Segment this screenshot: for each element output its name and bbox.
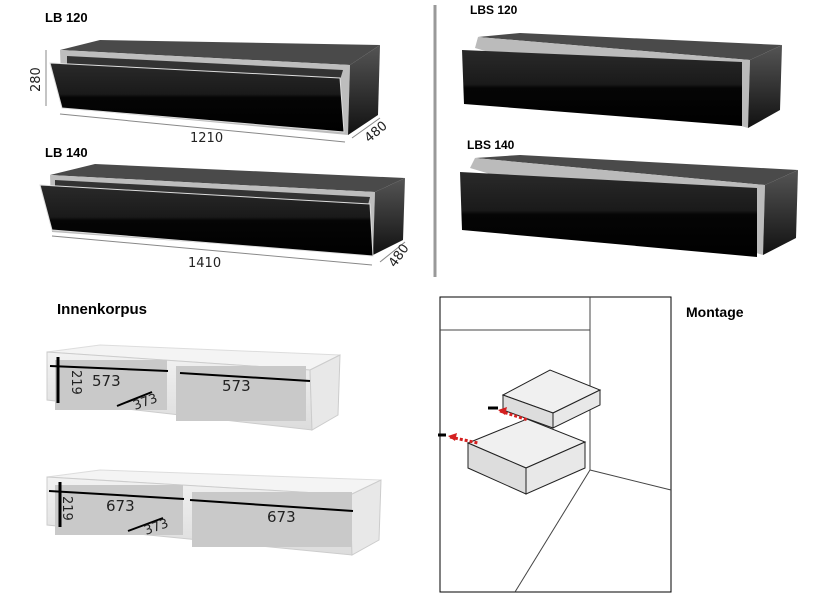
- innenkorpus-large: [46, 469, 382, 556]
- lb140-cabinet: [39, 164, 406, 266]
- small-width-left: 573: [92, 372, 121, 390]
- lbs140-label: LBS 140: [467, 138, 515, 152]
- innenkorpus-small: [46, 344, 341, 431]
- lbs140-cabinet: [460, 155, 798, 257]
- montage-title: Montage: [686, 304, 744, 320]
- lb140-width: 1410: [188, 256, 221, 271]
- lbs120-cabinet: [462, 33, 782, 128]
- small-width-right: 573: [222, 377, 251, 395]
- lbs120-label: LBS 120: [470, 3, 518, 17]
- montage-illustration: [438, 296, 672, 593]
- large-height: 219: [59, 496, 74, 521]
- lb120-height: 280: [29, 67, 44, 92]
- large-width-left: 673: [106, 497, 135, 515]
- lb140-label: LB 140: [45, 145, 88, 160]
- lb120-width: 1210: [190, 131, 223, 146]
- innenkorpus-title: Innenkorpus: [57, 301, 147, 318]
- lb120-label: LB 120: [45, 10, 88, 25]
- lb120-cabinet: [45, 40, 381, 143]
- small-height: 219: [68, 370, 83, 395]
- large-width-right: 673: [267, 508, 296, 526]
